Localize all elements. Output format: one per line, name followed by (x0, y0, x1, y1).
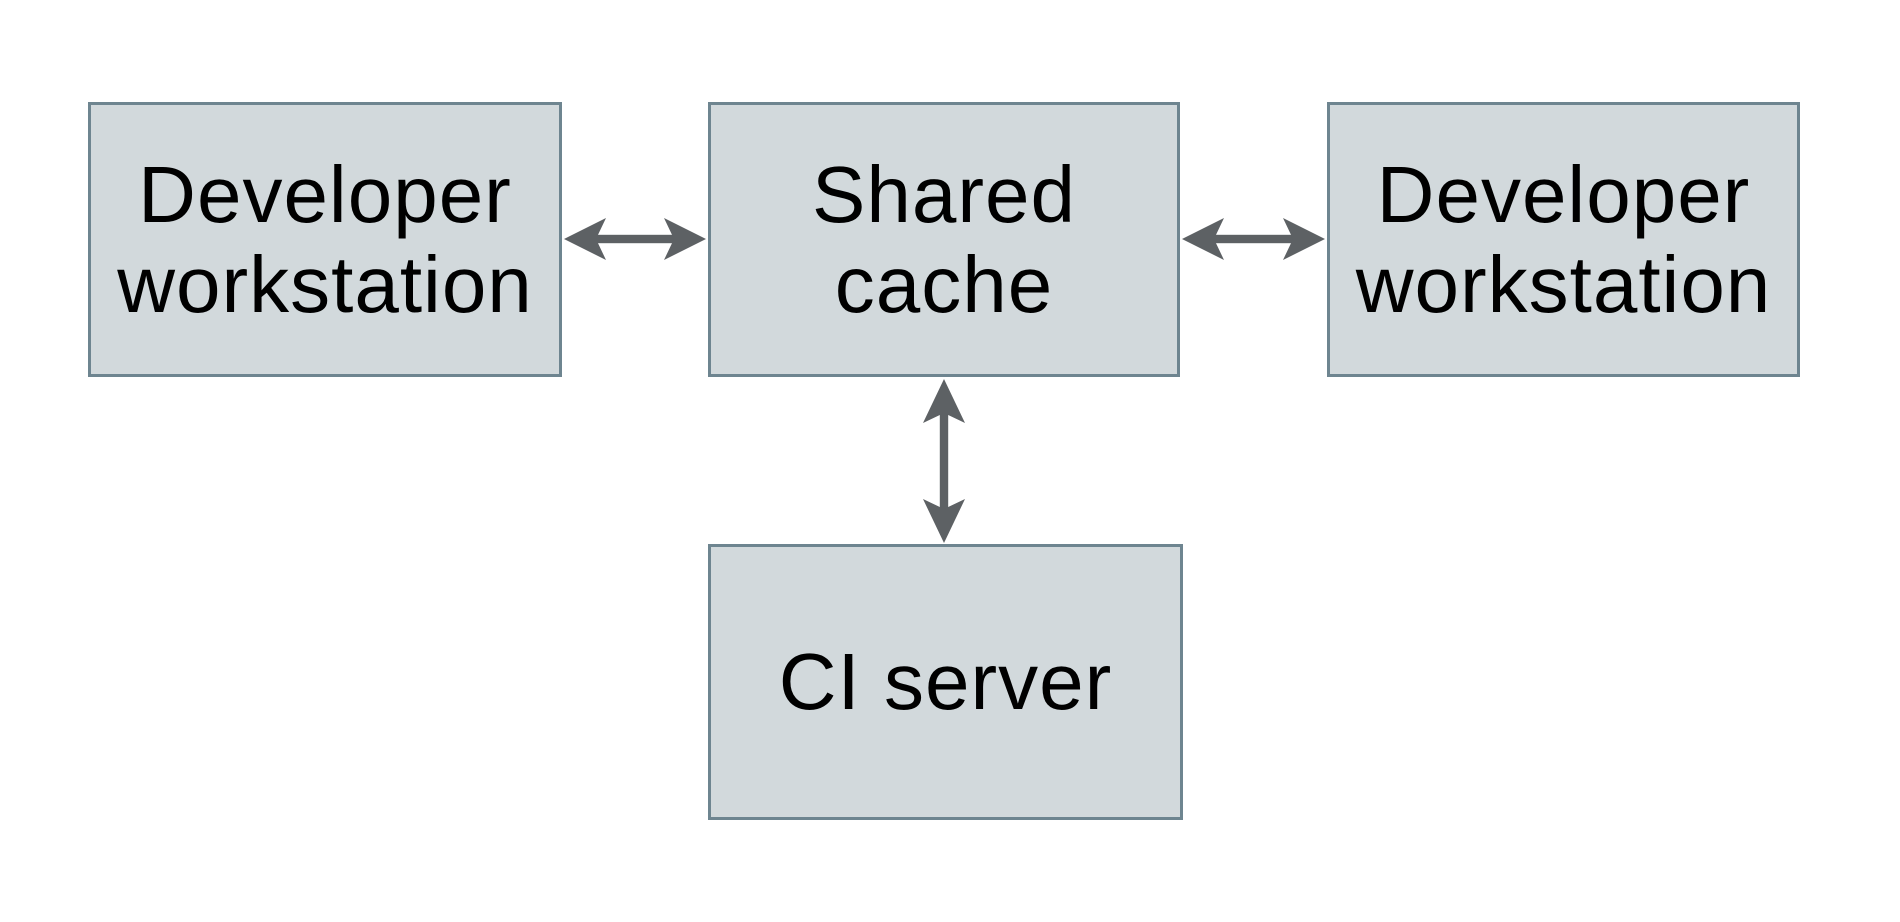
arrowhead-down (923, 499, 965, 543)
arrowhead-left (1182, 218, 1224, 260)
node-label-line: workstation (117, 239, 533, 329)
node-label-line: workstation (1355, 239, 1772, 329)
arrow-shaft (592, 234, 678, 244)
arrowhead-right (1283, 218, 1325, 260)
node-ci-server: CI server (708, 544, 1183, 820)
node-developer-workstation-left: Developer workstation (88, 102, 562, 377)
node-label-line: Developer (1376, 149, 1751, 239)
arrowhead-right (664, 218, 706, 260)
arrow-shaft (939, 408, 949, 514)
node-shared-cache: Shared cache (708, 102, 1180, 377)
bidirectional-arrow-cache-ci-icon (923, 379, 965, 543)
arrow-shaft (1210, 234, 1297, 244)
bidirectional-arrow-left-cache-icon (564, 218, 706, 260)
node-label-line: cache (834, 239, 1054, 329)
node-label-line: Shared (812, 149, 1076, 239)
node-label-line: CI server (778, 637, 1113, 726)
arrowhead-up (923, 379, 965, 423)
node-developer-workstation-right: Developer workstation (1327, 102, 1800, 377)
arrowhead-left (564, 218, 606, 260)
node-label-line: Developer (138, 149, 512, 239)
bidirectional-arrow-cache-right-icon (1182, 218, 1325, 260)
